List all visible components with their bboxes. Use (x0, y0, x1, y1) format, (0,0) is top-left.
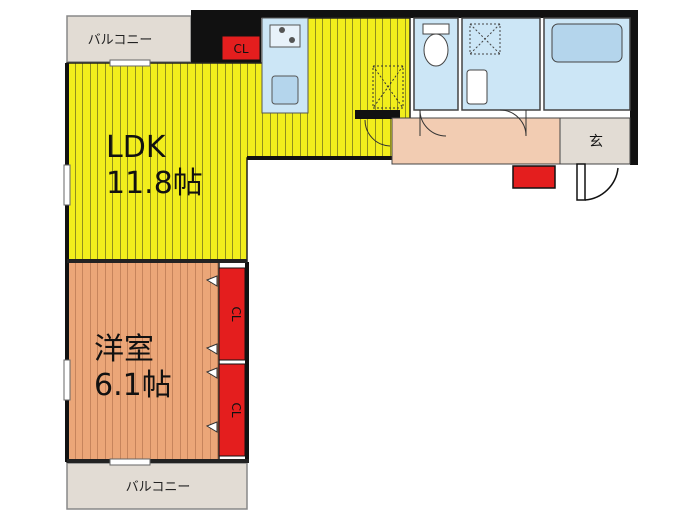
exterior-wall-top (258, 10, 638, 18)
balcony-top-label: バルコニー (88, 33, 153, 48)
toilet-tank-icon (422, 23, 450, 35)
refrigerator-space (372, 65, 404, 109)
exterior-wall-right (630, 10, 638, 165)
entrance: 玄 (559, 117, 631, 165)
kitchen-counter (261, 17, 309, 114)
toilet-room (413, 17, 459, 111)
toilet-icon (423, 33, 449, 67)
closet-lower: CL (218, 363, 246, 457)
interior-door-marks (364, 109, 527, 147)
closet-door-marks (205, 275, 218, 433)
wall-bottom (67, 459, 249, 463)
wall-ldk-western (67, 259, 247, 263)
western-room-name: 洋室 (94, 332, 154, 367)
bathroom (543, 17, 631, 111)
wash-basin-icon (466, 69, 488, 105)
entrance-label: 玄 (589, 133, 603, 150)
stove-icon (269, 24, 301, 48)
balcony-bottom-label: バルコニー (126, 480, 191, 495)
washing-machine-space (469, 23, 501, 55)
ldk-size: 11.8帖 (106, 166, 203, 201)
balcony-bottom: バルコニー (66, 462, 248, 510)
window-marks (63, 59, 151, 466)
western-room-size: 6.1帖 (94, 368, 172, 403)
ldk-partition-wall (355, 110, 400, 119)
closet-upper: CL (218, 267, 246, 361)
closet-wall (245, 262, 249, 462)
closet-upper-label: CL (229, 306, 243, 321)
ldk-name: LDK (106, 130, 167, 165)
closet-lower-label: CL (229, 402, 243, 417)
entrance-door (576, 163, 619, 201)
shoe-cabinet (512, 165, 556, 189)
washroom (461, 17, 541, 111)
closet-kitchen-label: CL (233, 42, 248, 56)
western-room (66, 261, 220, 463)
balcony-top: バルコニー (66, 15, 192, 63)
sink-icon (271, 75, 299, 105)
bathtub-icon (551, 23, 623, 63)
closet-kitchen: CL (221, 35, 261, 61)
hallway (391, 117, 561, 165)
